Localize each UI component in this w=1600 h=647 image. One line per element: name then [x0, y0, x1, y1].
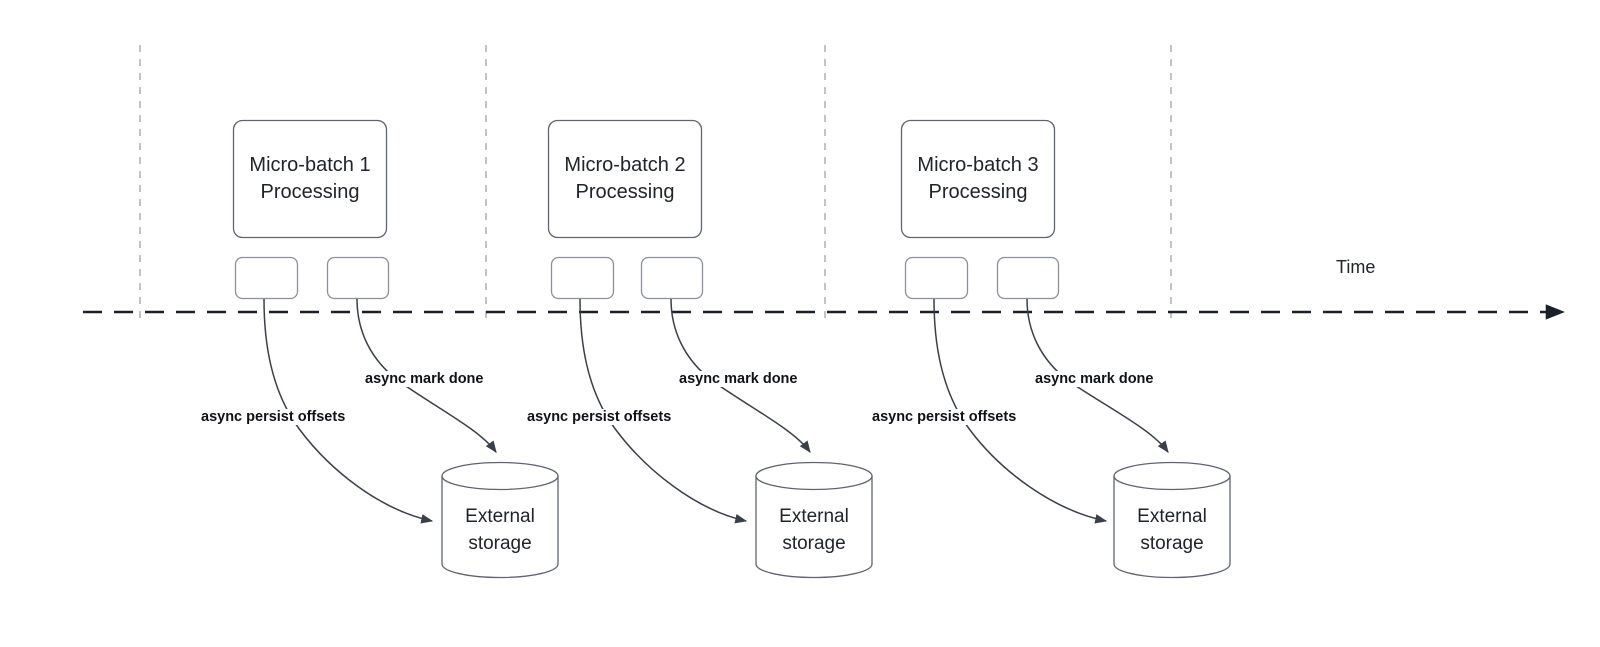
micro-batch-1-box[interactable]	[232, 119, 388, 239]
mb1-mark-done-label: async mark done	[363, 371, 486, 387]
mb3-persist-label: async persist offsets	[870, 409, 1019, 425]
mb3-task-a-box[interactable]	[904, 256, 969, 300]
storage-1-cylinder[interactable]	[441, 461, 559, 579]
mb2-mark-done-label: async mark done	[677, 371, 800, 387]
micro-batch-2-box[interactable]	[547, 119, 703, 239]
mb3-persist-edge	[933, 298, 1108, 524]
mb1-task-a-box[interactable]	[234, 256, 299, 300]
mb2-task-a-box[interactable]	[550, 256, 615, 300]
mb3-task-b-box[interactable]	[996, 256, 1060, 300]
time-axis-label: Time	[1336, 257, 1376, 277]
micro-batch-1-group	[232, 119, 559, 579]
micro-batch-2-group	[547, 119, 873, 579]
mb3-mark-done-label: async mark done	[1033, 371, 1156, 387]
divider-lines	[139, 45, 1172, 322]
micro-batch-3-box[interactable]	[900, 119, 1056, 239]
mb1-task-b-box[interactable]	[326, 256, 390, 300]
mb1-persist-edge	[263, 298, 434, 524]
storage-2-cylinder[interactable]	[755, 461, 873, 579]
mb2-task-b-box[interactable]	[640, 256, 704, 300]
storage-3-cylinder[interactable]	[1113, 461, 1231, 579]
micro-batch-3-group	[900, 119, 1231, 579]
mb2-persist-edge	[579, 298, 748, 524]
mb1-persist-label: async persist offsets	[199, 409, 348, 425]
mb2-persist-label: async persist offsets	[525, 409, 674, 425]
